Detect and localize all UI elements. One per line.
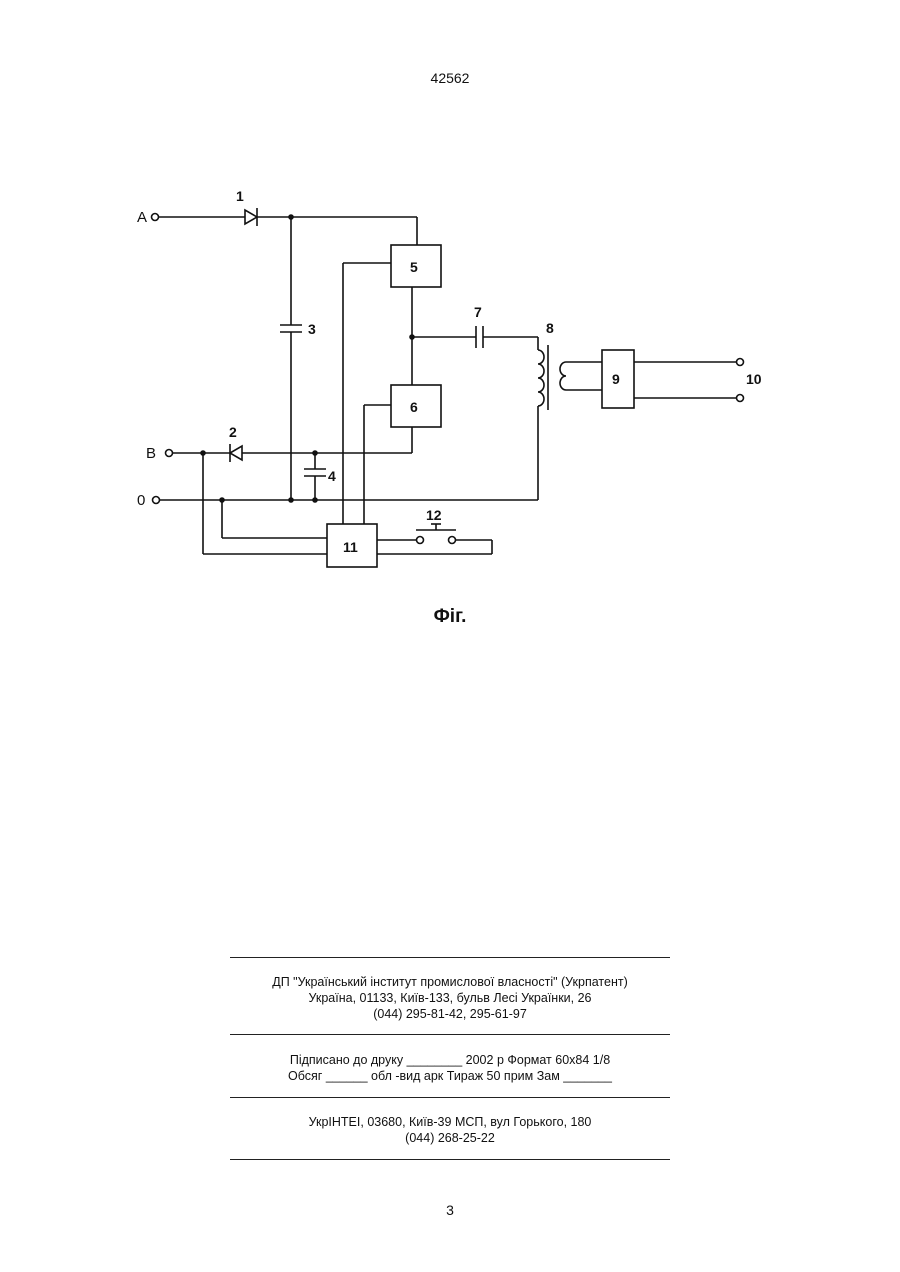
diode-1-label: 1: [236, 188, 244, 204]
publisher-line-3: (044) 295-81-42, 295-61-97: [230, 1006, 670, 1022]
capacitor-3: 3: [280, 321, 316, 337]
push-button-12: 12: [416, 507, 456, 544]
output-terminals-10: 10: [737, 359, 762, 402]
printer-line-2: (044) 268-25-22: [230, 1130, 670, 1146]
terminal-a-label: A: [137, 209, 147, 226]
capacitor-4-label: 4: [328, 468, 336, 484]
imprint-rule-1: [230, 957, 670, 958]
figure-caption: Фіг.: [0, 606, 900, 628]
block-9-label: 9: [612, 371, 620, 387]
block-6: 6: [391, 385, 441, 427]
page-number: 3: [0, 1202, 900, 1218]
block-9: 9: [602, 350, 634, 408]
terminal-b: B: [146, 445, 173, 462]
circuit-figure: A 1 3 5 6 7 8: [0, 0, 900, 640]
capacitor-4: 4: [304, 468, 336, 484]
printer-line-1: УкрІНТЕІ, 03680, Київ-39 МСП, вул Горько…: [230, 1114, 670, 1130]
block-5-label: 5: [410, 259, 418, 275]
imprint-publisher: ДП "Український інститут промислової вла…: [230, 974, 670, 1022]
transformer-8: 8: [538, 320, 566, 410]
capacitor-3-label: 3: [308, 321, 316, 337]
imprint-printer: УкрІНТЕІ, 03680, Київ-39 МСП, вул Горько…: [230, 1114, 670, 1146]
imprint-print-info: Підписано до друку ________ 2002 р Форма…: [230, 1052, 670, 1084]
publisher-line-2: Україна, 01133, Київ-133, бульв Лесі Укр…: [230, 990, 670, 1006]
diode-2: 2: [229, 424, 242, 462]
print-line-1: Підписано до друку ________ 2002 р Форма…: [230, 1052, 670, 1068]
output-10-label: 10: [746, 371, 762, 387]
block-6-label: 6: [410, 399, 418, 415]
transformer-8-label: 8: [546, 320, 554, 336]
terminal-0: 0: [137, 492, 160, 509]
publisher-line-1: ДП "Український інститут промислової вла…: [230, 974, 670, 990]
capacitor-7: 7: [474, 304, 483, 348]
terminal-0-label: 0: [137, 492, 145, 509]
diode-2-label: 2: [229, 424, 237, 440]
block-5: 5: [391, 245, 441, 287]
circuit-diagram: A 1 3 5 6 7 8: [0, 0, 900, 640]
imprint-rule-2: [230, 1034, 670, 1035]
imprint-rule-3: [230, 1097, 670, 1098]
block-11: 11: [327, 524, 377, 567]
block-11-label: 11: [343, 539, 358, 555]
imprint-rule-4: [230, 1159, 670, 1160]
terminal-a: A: [137, 209, 159, 226]
print-line-2: Обсяг ______ обл -вид арк Тираж 50 прим …: [230, 1068, 670, 1084]
capacitor-7-label: 7: [474, 304, 482, 320]
diode-1: 1: [236, 188, 257, 226]
terminal-b-label: B: [146, 445, 156, 462]
button-12-label: 12: [426, 507, 442, 523]
